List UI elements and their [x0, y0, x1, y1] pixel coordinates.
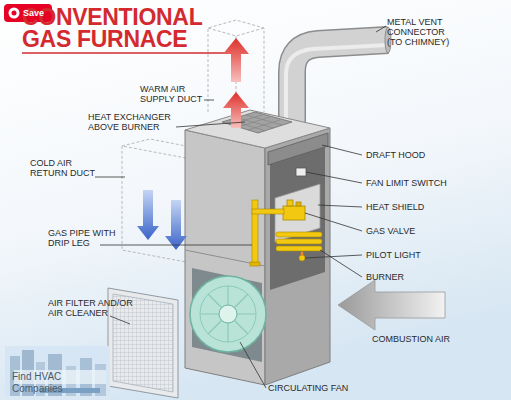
circulating-fan: [200, 286, 256, 342]
gas-pipe: [252, 209, 284, 214]
warm-air-arrow: [223, 38, 249, 82]
cold-air-arrow: [165, 200, 187, 250]
part-label: GAS VALVE: [366, 226, 466, 236]
part-label: HEAT SHIELD: [366, 202, 466, 212]
circulating-fan: [190, 268, 266, 362]
circulating-fan: [200, 286, 256, 342]
part-label: HEAT EXCHANGER ABOVE BURNER: [88, 112, 178, 132]
leader-line: [240, 342, 266, 388]
pilot-light: [299, 251, 305, 261]
leader-line: [95, 26, 386, 388]
burner-tubes: [276, 232, 322, 237]
leader-line: [318, 205, 362, 207]
part-label: GAS PIPE WITH DRIP LEG: [48, 228, 118, 248]
air-filter: [113, 294, 173, 392]
button-label: Save: [23, 7, 53, 19]
leader-line: [320, 250, 362, 277]
furnace-cabinet: [185, 110, 330, 385]
diagram-title: CONVENTIONAL GAS FURNACE: [22, 6, 237, 50]
part-label: BURNER: [366, 272, 466, 282]
burner-tubes: [276, 232, 322, 251]
pilot-light: [301, 251, 304, 256]
metal-vent-pipe: [286, 27, 391, 126]
burner-compartment: [268, 133, 328, 165]
leader-line: [322, 145, 362, 155]
metal-vent-pipe: [286, 45, 388, 126]
cold-air-arrow: [137, 190, 159, 240]
burner-tubes: [276, 246, 322, 251]
metal-vent-pipe: [292, 40, 388, 126]
gas-valve: [283, 206, 305, 220]
circulating-fan: [219, 305, 237, 323]
leader-line: [204, 100, 214, 101]
leader-line: [95, 177, 125, 178]
part-label: CIRCULATING FAN: [268, 383, 378, 393]
leader-line: [376, 26, 386, 32]
burner-tubes: [276, 239, 322, 244]
part-label: DRAFT HOOD: [366, 150, 466, 160]
watermark: Find HVAC Companies: [12, 371, 112, 395]
combustion-air-arrow: [338, 280, 445, 330]
part-label: PILOT LIGHT: [366, 250, 466, 260]
gas-valve: [283, 200, 305, 220]
part-label: COMBUSTION AIR: [372, 334, 482, 344]
leader-line: [305, 255, 362, 258]
furnace-cabinet: [185, 130, 265, 385]
part-label: METAL VENT CONNECTOR (TO CHIMNEY): [387, 17, 453, 47]
furnace-cabinet: [265, 128, 330, 385]
leader-line: [110, 316, 130, 324]
title-rule: [22, 52, 232, 54]
gas-pipe: [250, 262, 260, 266]
gas-pipe: [250, 200, 284, 266]
return-duct-outline: [122, 139, 186, 262]
pin-save-button: [9, 8, 20, 19]
gas-valve: [287, 200, 293, 206]
leader-line: [100, 245, 252, 246]
pin-save-button: [12, 11, 17, 16]
leader-line: [176, 122, 245, 127]
part-label: COLD AIR RETURN DUCT: [30, 158, 102, 178]
leader-line: [306, 172, 362, 183]
leader-line: [305, 213, 362, 231]
metal-vent-pipe: [292, 40, 388, 126]
part-label: FAN LIMIT SWITCH: [366, 178, 476, 188]
circulating-fan: [190, 276, 266, 352]
part-label: WARM AIR SUPPLY DUCT: [140, 84, 210, 104]
part-label: AIR FILTER AND/OR AIR CLEANER: [48, 298, 138, 318]
burner-compartment: [296, 168, 306, 176]
gas-valve: [296, 202, 301, 206]
